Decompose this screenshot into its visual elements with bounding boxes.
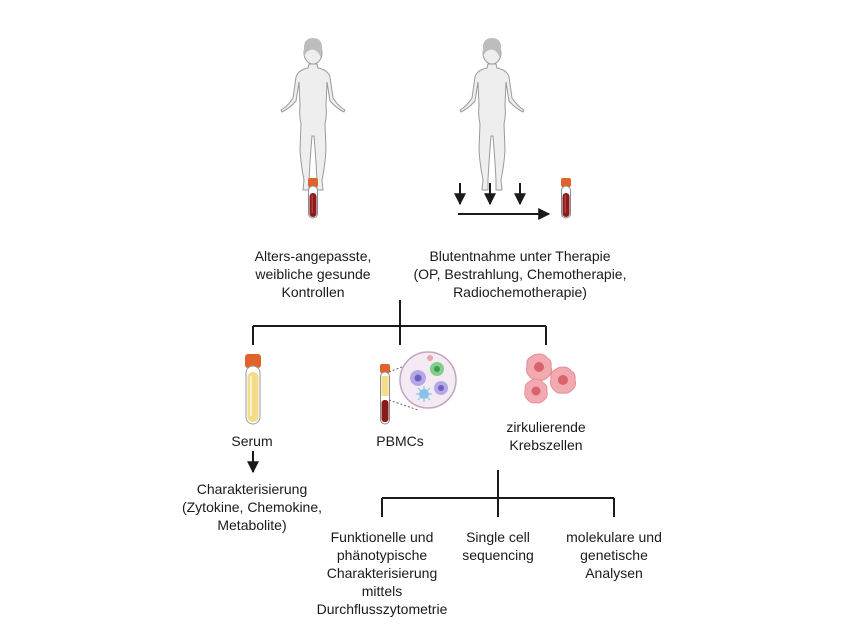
- label-circulating-tumor-cells: zirkulierende Krebszellen: [506, 419, 586, 453]
- label-single-cell-sequencing: Single cell sequencing: [462, 529, 534, 563]
- label-pbmc: PBMCs: [376, 433, 424, 449]
- branch-connector-top: [252, 300, 547, 345]
- label-molecular-genetic-analyses: molekulare und genetische Analysen: [566, 529, 662, 581]
- serum-tube-icon: [245, 354, 261, 425]
- label-serum: Serum: [231, 433, 273, 449]
- label-blood-sampling-therapy: Blutentnahme unter Therapie (OP, Bestrah…: [413, 248, 627, 300]
- sampling-timeline-arrows: [454, 183, 551, 220]
- label-healthy-controls: Alters-angepasste, weibliche gesunde Kon…: [254, 248, 372, 300]
- pbmc-zoom-icon: [388, 351, 457, 411]
- blood-tube-icon: [560, 177, 572, 219]
- female-figure-icon: [459, 37, 525, 191]
- blood-tube-icon: [307, 177, 319, 219]
- cancer-cell-icon: [525, 353, 553, 381]
- label-flow-cytometry: Funktionelle und phänotypische Charakter…: [316, 529, 448, 617]
- label-serum-characterization: Charakterisierung (Zytokine, Chemokine, …: [181, 481, 323, 533]
- pbmc-tube-icon: [380, 364, 390, 425]
- female-figure-icon: [280, 37, 346, 191]
- cancer-cell-icon: [524, 378, 548, 404]
- cancer-cell-icon: [549, 366, 577, 394]
- branch-connector-bottom: [381, 470, 615, 517]
